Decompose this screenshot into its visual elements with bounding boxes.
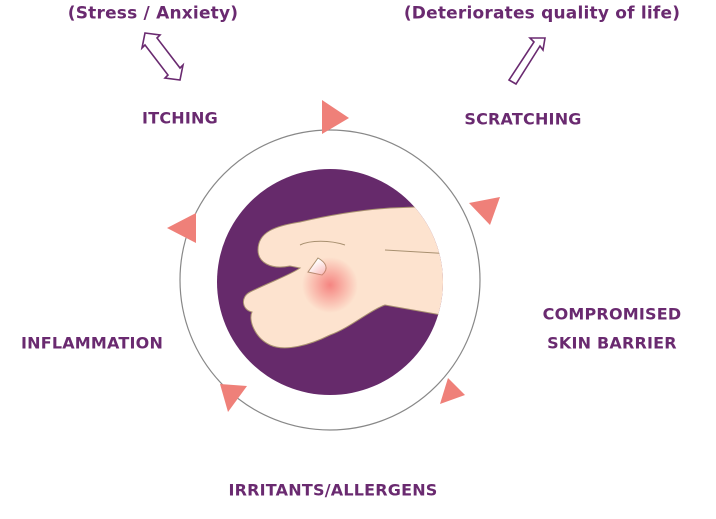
itching-label: ITCHING [142,108,218,128]
up-arrow-icon [507,37,546,86]
irritants-label: IRRITANTS/ALLERGENS [228,480,438,500]
triangle-arrow-icon [440,378,465,404]
triangle-arrow-icon [469,197,500,225]
cycle-ring [179,129,481,431]
inflammation-label: INFLAMMATION [20,333,164,353]
quality-of-life-note: (Deteriorates quality of life) [403,3,681,24]
triangle-arrow-icon [167,213,196,243]
triangle-arrow-icon [322,100,349,134]
effect-arrow-icons [140,32,546,86]
stress-anxiety-note: (Stress / Anxiety) [67,3,239,24]
compromised-label-line2: SKIN BARRIER [547,333,677,353]
compromised-label-line1: COMPROMISED [542,304,682,324]
scratching-hand-illustration [243,204,443,349]
double-arrow-icon [140,32,185,81]
triangle-arrow-icon [220,384,247,412]
cycle-arrow-icons [167,100,500,412]
scratching-label: SCRATCHING [464,109,582,129]
